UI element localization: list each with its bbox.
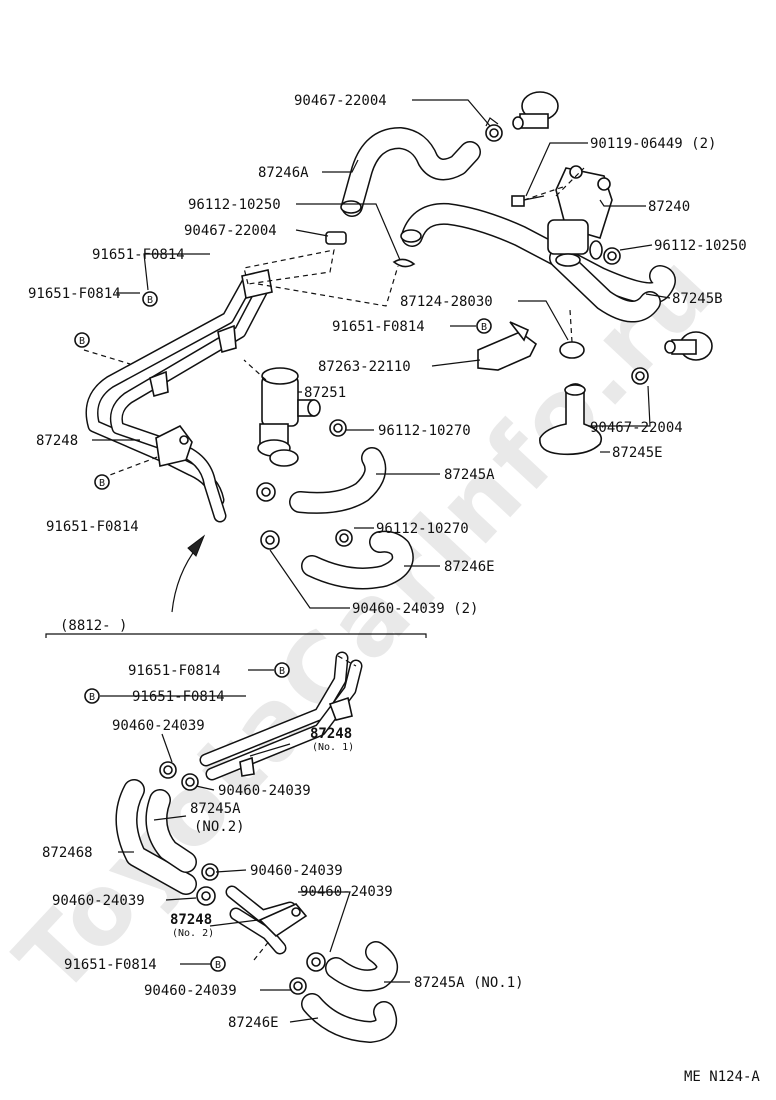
clamp-96112-10250-right: [603, 247, 621, 265]
bolt-symbol-4: B: [94, 474, 110, 490]
svg-text:B: B: [279, 666, 285, 677]
label-90460-lower-c: 90460-24039: [250, 863, 343, 879]
label-87245a-no2-sub: (NO.2): [194, 819, 245, 835]
svg-text:B: B: [79, 336, 85, 347]
label-90467-a: 90467-22004: [294, 93, 387, 109]
clamp-96112-10250-left: [392, 258, 416, 268]
hose-87246a: [340, 127, 481, 217]
label-87245a-no1: 87245A (NO.1): [414, 975, 524, 991]
label-87248-no1: 87248: [310, 726, 352, 742]
pipe-87248: [85, 269, 273, 523]
bolt-symbol-3: B: [476, 318, 492, 334]
hose-872468: [115, 779, 197, 895]
clip-87124: [559, 309, 585, 359]
hose-87245a-no2: [145, 789, 197, 873]
clamp-90460-lower-a: [159, 761, 177, 779]
clamp-90467-right: [631, 367, 649, 385]
bracket-87263: [477, 321, 538, 371]
label-96112-10270-b: 96112-10270: [376, 521, 469, 537]
clamp-96112-10270-upper: [329, 419, 347, 437]
label-87263: 87263-22110: [318, 359, 411, 375]
hose-87245e: [539, 383, 603, 456]
label-90460-lower-f: 90460-24039: [144, 983, 237, 999]
valve-bracket-87240: [547, 165, 613, 267]
label-87124: 87124-28030: [400, 294, 493, 310]
hose-87245a: [289, 447, 387, 514]
bolt-symbol-2: B: [74, 332, 90, 348]
leaders-lower: [100, 669, 410, 1023]
valve-87251: [257, 367, 321, 467]
part-labels: 90467-22004 87246A 90119-06449 (2) 96112…: [28, 93, 747, 1031]
clamp-90460-upper-b: [260, 530, 280, 550]
label-90119: 90119-06449 (2): [590, 136, 716, 152]
label-87245e: 87245E: [612, 445, 663, 461]
variant-arrow: [171, 534, 206, 613]
label-90467-c: 90467-22004: [590, 420, 683, 436]
bolt-90119: [511, 185, 567, 207]
label-90460-2: 90460-24039 (2): [352, 601, 478, 617]
label-91651-lower-a: 91651-F0814: [128, 663, 221, 679]
clamp-90467-middle: [325, 231, 347, 245]
dashed-guides-lower: [253, 655, 357, 961]
label-87246e-lower: 87246E: [228, 1015, 279, 1031]
clamp-90460-lower-e: [306, 952, 326, 972]
label-87248: 87248: [36, 433, 78, 449]
label-87245a: 87245A: [444, 467, 495, 483]
hose-87246e-lower: [301, 993, 398, 1043]
bolt-symbol-5: B: [274, 662, 290, 678]
footer-code: ME N124-A: [684, 1069, 760, 1085]
clamp-90460-lower-b: [181, 773, 199, 791]
label-87246a: 87246A: [258, 165, 309, 181]
label-90460-lower-d: 90460-24039: [300, 884, 393, 900]
hose-87245a-no1: [325, 941, 398, 992]
svg-text:B: B: [99, 478, 105, 489]
variant-bracket: (8812- ): [45, 618, 427, 638]
label-91651-lower-c: 91651-F0814: [64, 957, 157, 973]
clamp-90460-lower-c: [201, 863, 219, 881]
label-87245b: 87245B: [672, 291, 723, 307]
label-87245a-no2: 87245A: [190, 801, 241, 817]
svg-text:B: B: [89, 692, 95, 703]
svg-text:B: B: [481, 322, 487, 333]
bolt-symbol-1: B: [142, 291, 158, 307]
label-96112-10250-a: 96112-10250: [188, 197, 281, 213]
svg-text:B: B: [147, 295, 153, 306]
label-91651-lower-b: 91651-F0814: [132, 689, 225, 705]
clamp-90460-upper-a: [256, 482, 276, 502]
air-valve-right: [664, 331, 713, 361]
bolt-symbol-6: B: [84, 688, 100, 704]
clamp-90467-upper: [485, 117, 503, 142]
label-872468: 872468: [42, 845, 93, 861]
label-87240: 87240: [648, 199, 690, 215]
label-91651-d: 91651-F0814: [46, 519, 139, 535]
label-91651-b: 91651-F0814: [28, 286, 121, 302]
pipe-87248-no2: [225, 885, 308, 955]
svg-text:B: B: [215, 960, 221, 971]
label-91651-c: 91651-F0814: [332, 319, 425, 335]
label-90460-lower-b: 90460-24039: [218, 783, 311, 799]
air-valve-upper: [512, 91, 559, 130]
label-96112-10270-a: 96112-10270: [378, 423, 471, 439]
label-90460-lower-e: 90460-24039: [52, 893, 145, 909]
label-90460-lower-a: 90460-24039: [112, 718, 205, 734]
clamp-90460-lower-f: [289, 977, 307, 995]
bolt-symbol-7: B: [210, 956, 226, 972]
label-87246e: 87246E: [444, 559, 495, 575]
label-87248-no2-sub: (No. 2): [172, 928, 214, 939]
clamp-96112-10270-lower: [335, 529, 353, 547]
hose-87246e-upper: [301, 530, 414, 590]
label-87251: 87251: [304, 385, 346, 401]
pipe-87248-no1: [199, 651, 363, 781]
svg-text:(8812- ): (8812- ): [60, 618, 127, 634]
label-87248-no1-sub: (No. 1): [312, 742, 354, 753]
label-96112-10250-b: 96112-10250: [654, 238, 747, 254]
label-87248-no2: 87248: [170, 912, 212, 928]
clamp-90460-lower-d: [196, 886, 216, 906]
label-91651-a: 91651-F0814: [92, 247, 185, 263]
label-90467-b: 90467-22004: [184, 223, 277, 239]
leaders-upper: [92, 99, 671, 609]
dashed-guides-upper: [83, 167, 585, 479]
